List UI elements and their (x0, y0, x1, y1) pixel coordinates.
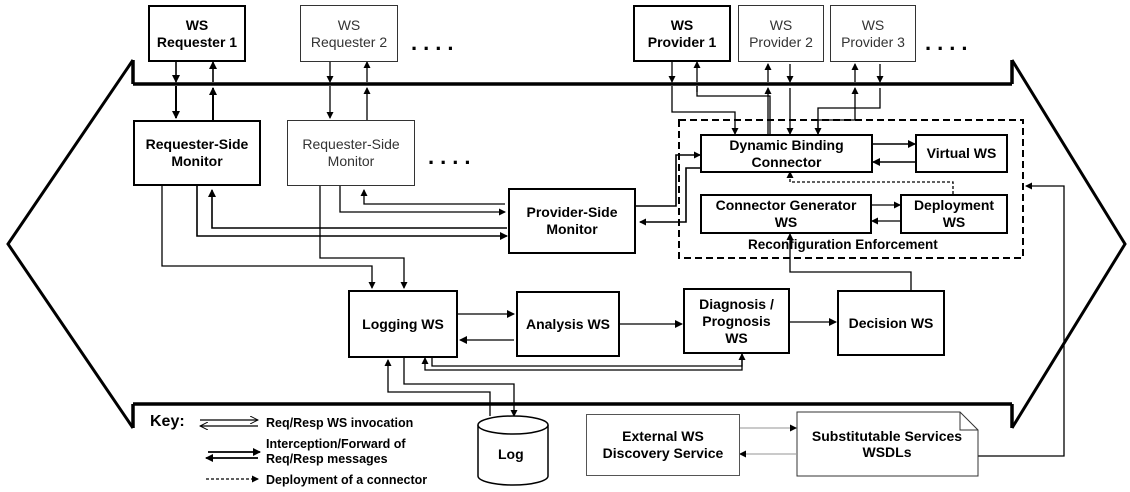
key-symbols (200, 420, 261, 483)
provider-side-monitor-label: Provider-Side Monitor (526, 204, 618, 237)
decision-ws: Decision WS (837, 290, 945, 356)
dynamic-binding-connector-label: Dynamic Binding Connector (729, 136, 844, 170)
requester-side-monitor-1-label: Requester-Side Monitor (145, 136, 249, 169)
wsdl-doc-shape (796, 411, 979, 477)
logging-ws: Logging WS (348, 290, 458, 358)
ws-requester-1: WS Requester 1 (148, 5, 246, 62)
connector-lines (161, 60, 1065, 458)
ws-requester-2: WS Requester 2 (300, 5, 398, 62)
ws-provider-3: WS Provider 3 (830, 5, 916, 62)
requester-side-monitor-1: Requester-Side Monitor (133, 120, 261, 186)
bus-outline (6, 59, 1127, 429)
diagnosis-prognosis-ws: Diagnosis / Prognosis WS (683, 288, 790, 354)
ws-requester-2-label: WS Requester 2 (310, 16, 388, 50)
log-cylinder (477, 415, 549, 486)
connector-generator-ws-label: Connector Generator WS (715, 197, 857, 230)
diagnosis-prognosis-ws-label: Diagnosis / Prognosis WS (699, 295, 774, 346)
decision-ws-label: Decision WS (848, 314, 934, 331)
substitutable-wsdls-label: Substitutable Services WSDLs (811, 428, 963, 460)
requester-side-monitor-2: Requester-Side Monitor (287, 120, 415, 186)
key-deployment-label: Deployment of a connector (266, 473, 428, 487)
deployment-ws-label: Deployment WS (913, 197, 995, 230)
doc-fold (959, 412, 978, 431)
log-label: Log (498, 446, 524, 462)
virtual-ws-label: Virtual WS (926, 145, 997, 161)
provider-side-monitor: Provider-Side Monitor (508, 188, 636, 254)
providers-ellipsis: .... (925, 30, 974, 55)
ws-provider-3-label: WS Provider 3 (841, 16, 905, 50)
dynamic-binding-connector: Dynamic Binding Connector (700, 134, 873, 173)
reconfiguration-title: Reconfiguration Enforcement (748, 237, 938, 252)
ws-requester-1-label: WS Requester 1 (156, 16, 238, 50)
requester-side-monitor-2-label: Requester-Side Monitor (302, 136, 400, 169)
requesters-ellipsis: .... (411, 30, 460, 55)
ws-provider-1: WS Provider 1 (633, 5, 731, 62)
connector-generator-ws: Connector Generator WS (700, 194, 872, 234)
ws-provider-1-label: WS Provider 1 (647, 16, 717, 50)
key-req-resp-label: Req/Resp WS invocation (266, 416, 414, 430)
key-interception-label: Interception/Forward of Req/Resp message… (266, 437, 406, 466)
key-title: Key: (150, 413, 185, 430)
logging-ws-label: Logging WS (362, 315, 444, 332)
analysis-ws: Analysis WS (516, 291, 620, 357)
deployment-ws: Deployment WS (900, 194, 1008, 234)
ws-provider-2: WS Provider 2 (738, 5, 824, 62)
external-discovery-service-label: External WS Discovery Service (602, 428, 724, 461)
virtual-ws: Virtual WS (915, 134, 1008, 173)
external-discovery-service: External WS Discovery Service (586, 414, 740, 476)
ws-provider-2-label: WS Provider 2 (749, 16, 813, 50)
analysis-ws-label: Analysis WS (525, 315, 611, 332)
monitors-ellipsis: .... (428, 144, 477, 169)
